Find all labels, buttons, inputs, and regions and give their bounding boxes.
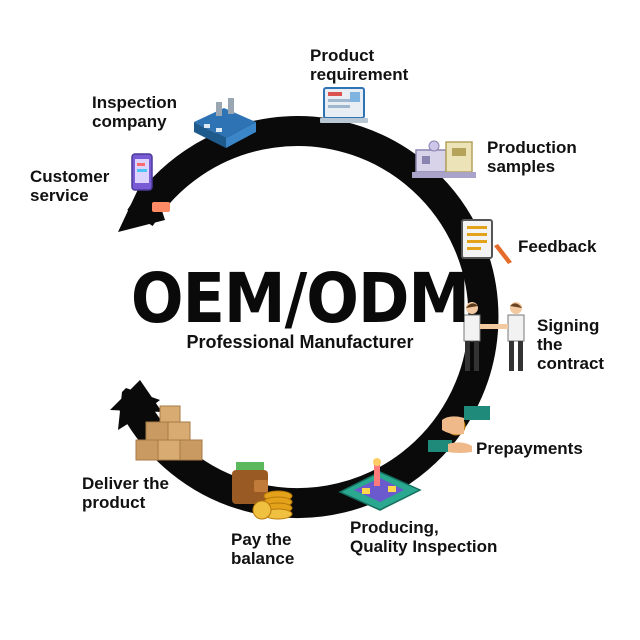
- laptop-icon: [320, 87, 368, 123]
- step-label-inspection-company: Inspection company: [92, 93, 178, 131]
- clipboard-pen-icon: [461, 219, 512, 264]
- step-label-customer-service: Customer service: [30, 167, 110, 205]
- wallet-coins-icon: [232, 462, 293, 520]
- diagram-title: OEM/ODM: [130, 258, 470, 339]
- factory-machine-icon: [412, 140, 476, 178]
- building-icon: [194, 98, 256, 148]
- step-label-deliver-product: Deliver the product: [82, 474, 169, 512]
- step-label-pay-balance: Pay the balance: [231, 530, 295, 568]
- step-label-feedback: Feedback: [518, 237, 597, 256]
- step-label-production-samples: Production samples: [487, 138, 577, 176]
- phone-chat-icon: [131, 153, 170, 212]
- step-label-producing-qi: Producing, Quality Inspection: [350, 518, 498, 556]
- step-label-prepayments: Prepayments: [476, 439, 583, 458]
- circuit-board-icon: [338, 458, 422, 511]
- ring-arrowhead-bottom-tip: [110, 380, 162, 412]
- boxes-icon: [135, 405, 203, 461]
- step-label-signing-contract: Signing the contract: [537, 316, 605, 373]
- diagram-subtitle: Professional Manufacturer: [186, 332, 414, 352]
- step-label-product-requirement: Product requirement: [310, 46, 409, 84]
- hand-coin-icon: [428, 406, 490, 453]
- handshake-icon: [463, 302, 525, 371]
- ring-arrowhead-top: [118, 168, 165, 232]
